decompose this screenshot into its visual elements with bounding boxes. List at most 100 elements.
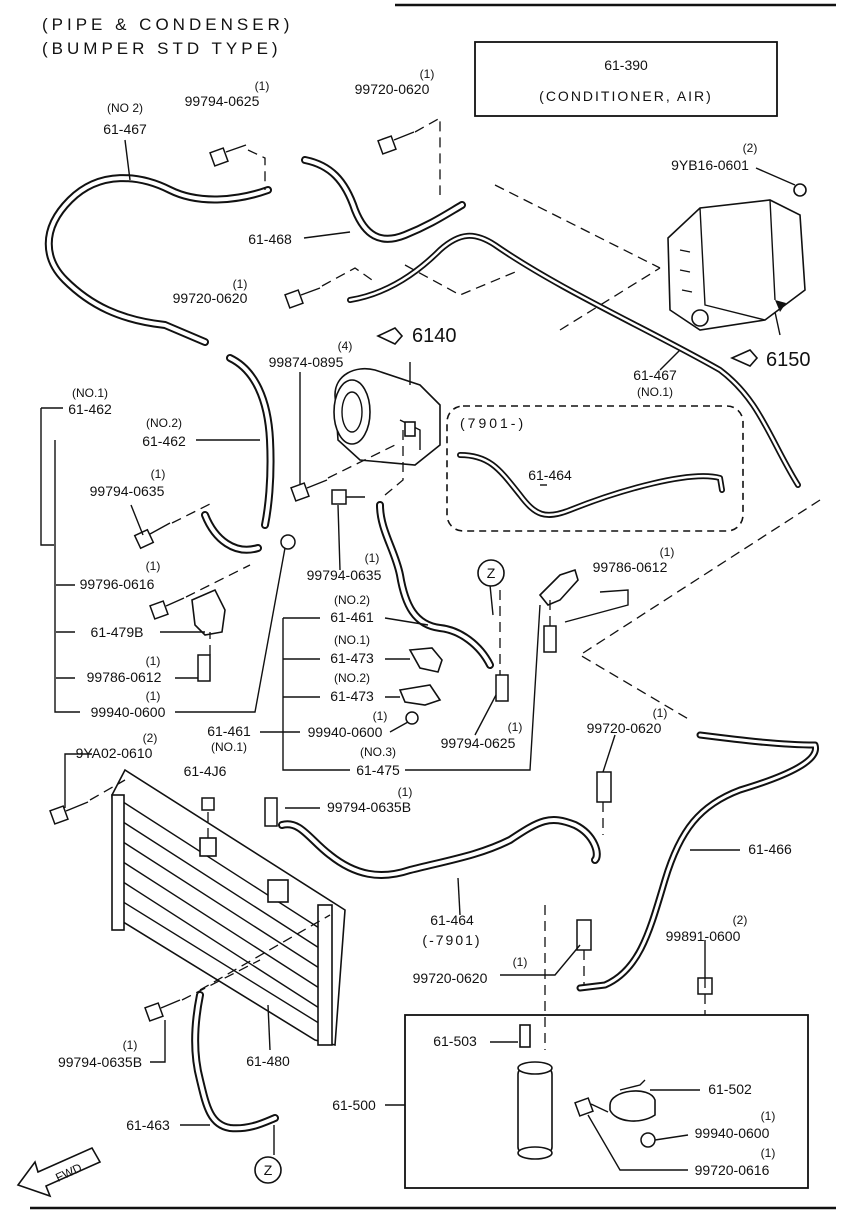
ref-arrow-6140 xyxy=(376,327,404,345)
group-box xyxy=(474,41,778,117)
pipe-61-464-box xyxy=(457,452,725,518)
svg-text:99786-0612: 99786-0612 xyxy=(593,559,668,575)
callout-z-bottom-label: Z xyxy=(264,1162,273,1178)
leader-lines xyxy=(40,139,796,1171)
svg-text:(2): (2) xyxy=(143,731,158,745)
washer-99940-0600-left xyxy=(280,534,296,550)
svg-text:(NO.1): (NO.1) xyxy=(211,740,247,754)
svg-text:(1): (1) xyxy=(233,277,248,291)
compressor xyxy=(333,368,441,466)
svg-text:(1): (1) xyxy=(146,654,161,668)
svg-text:(NO 2): (NO 2) xyxy=(107,101,143,115)
bolt-99720-0620-right xyxy=(596,771,612,803)
svg-text:99940-0600: 99940-0600 xyxy=(308,724,383,740)
svg-text:61-468: 61-468 xyxy=(248,231,292,247)
svg-text:99794-0625: 99794-0625 xyxy=(441,735,516,751)
svg-text:9YA02-0610: 9YA02-0610 xyxy=(76,745,153,761)
svg-text:99796-0616: 99796-0616 xyxy=(80,576,155,592)
clip-61-473-no2 xyxy=(398,684,442,706)
svg-text:(-7901): (-7901) xyxy=(422,932,481,948)
clip-61-473-no1 xyxy=(408,647,443,673)
fwd-arrow: FWD xyxy=(16,1146,102,1198)
nut-99940-0600-low xyxy=(640,1132,656,1148)
svg-text:(1): (1) xyxy=(255,79,270,93)
clamp-61-475 xyxy=(538,568,579,606)
svg-text:(1): (1) xyxy=(761,1109,776,1123)
pipe-61-467-no2 xyxy=(44,174,272,346)
svg-text:99720-0616: 99720-0616 xyxy=(695,1162,770,1178)
clamp-61-479b xyxy=(191,588,226,636)
svg-text:(1): (1) xyxy=(123,1038,138,1052)
bolt-99794-0625-top xyxy=(209,144,247,167)
part-labels: (1) 99794-0625 (1) 99720-0620 (NO 2) 61-… xyxy=(58,67,811,1178)
pipe-61-462-no1 xyxy=(201,511,262,554)
svg-text:61-502: 61-502 xyxy=(708,1081,752,1097)
svg-text:99720-0620: 99720-0620 xyxy=(413,970,488,986)
svg-text:99720-0620: 99720-0620 xyxy=(173,290,248,306)
bolt-99794-0635b-top xyxy=(264,797,278,827)
svg-text:61-503: 61-503 xyxy=(433,1033,477,1049)
pipe-61-461 xyxy=(376,501,494,669)
svg-text:61-473: 61-473 xyxy=(330,650,374,666)
svg-text:(1): (1) xyxy=(146,559,161,573)
callout-z-top-label: Z xyxy=(487,565,496,581)
bolt-99796-0616 xyxy=(149,597,185,620)
svg-text:9YB16-0601: 9YB16-0601 xyxy=(671,157,749,173)
svg-text:6150: 6150 xyxy=(766,349,811,371)
svg-text:99720-0620: 99720-0620 xyxy=(355,81,430,97)
svg-text:(2): (2) xyxy=(743,141,758,155)
svg-text:61-461: 61-461 xyxy=(330,609,374,625)
svg-text:61-467: 61-467 xyxy=(103,121,147,137)
bolt-99786-0612-left xyxy=(197,654,211,682)
svg-text:99794-0635B: 99794-0635B xyxy=(327,799,411,815)
diagram-title-line2: (BUMPER STD TYPE) xyxy=(42,39,282,58)
bolt-99794-0625-mid xyxy=(495,674,509,702)
washer-99940-0600-mid xyxy=(405,711,419,725)
svg-text:61-464: 61-464 xyxy=(430,912,474,928)
drier-bracket xyxy=(609,1079,656,1122)
pipe-61-462-no2 xyxy=(226,354,275,529)
svg-text:6140: 6140 xyxy=(412,325,457,347)
bolt-9ya02-0610 xyxy=(49,801,89,825)
svg-text:61-473: 61-473 xyxy=(330,688,374,704)
bolt-99720-0620-top xyxy=(377,131,415,155)
bolt-99794-0635b-low xyxy=(144,999,181,1022)
receiver-drier-box xyxy=(404,1014,809,1189)
svg-text:61-462: 61-462 xyxy=(142,433,186,449)
svg-text:61-467: 61-467 xyxy=(633,367,677,383)
svg-text:(1): (1) xyxy=(146,689,161,703)
diagram-title-line1: (PIPE & CONDENSER) xyxy=(42,15,293,34)
bolt-99794-0635-left xyxy=(133,522,171,550)
bolt-99874-0895 xyxy=(290,479,328,502)
svg-text:(1): (1) xyxy=(513,955,528,969)
assembly-dashed-lines xyxy=(89,116,821,1050)
svg-text:61-500: 61-500 xyxy=(332,1097,376,1113)
pipe-61-464-lower xyxy=(278,816,601,879)
ref-arrow-6150 xyxy=(730,300,786,367)
svg-text:(1): (1) xyxy=(151,467,166,481)
receiver-drier xyxy=(517,1024,553,1160)
svg-text:(NO.1): (NO.1) xyxy=(72,386,108,400)
evaporator-unit xyxy=(667,183,807,331)
svg-text:(1): (1) xyxy=(373,709,388,723)
svg-text:(NO.1): (NO.1) xyxy=(334,633,370,647)
condenser xyxy=(111,768,346,1047)
bolt-99720-0616 xyxy=(574,1097,609,1117)
svg-text:99874-0895: 99874-0895 xyxy=(269,354,344,370)
svg-text:99794-0635: 99794-0635 xyxy=(90,483,165,499)
group-name: (CONDITIONER, AIR) xyxy=(539,88,713,104)
cap-61-4j6 xyxy=(201,797,215,811)
svg-text:99786-0612: 99786-0612 xyxy=(87,669,162,685)
svg-text:61-479B: 61-479B xyxy=(91,624,144,640)
svg-text:99794-0635: 99794-0635 xyxy=(307,567,382,583)
svg-text:61-475: 61-475 xyxy=(356,762,400,778)
callout-z-top xyxy=(477,559,505,587)
bolt-99786-0612-right xyxy=(543,625,557,653)
svg-text:61-480: 61-480 xyxy=(246,1053,290,1069)
svg-text:61-461: 61-461 xyxy=(207,723,251,739)
svg-text:(NO.2): (NO.2) xyxy=(334,593,370,607)
svg-text:61-462: 61-462 xyxy=(68,401,112,417)
svg-text:61-463: 61-463 xyxy=(126,1117,170,1133)
callout-z-bottom xyxy=(254,1156,282,1184)
